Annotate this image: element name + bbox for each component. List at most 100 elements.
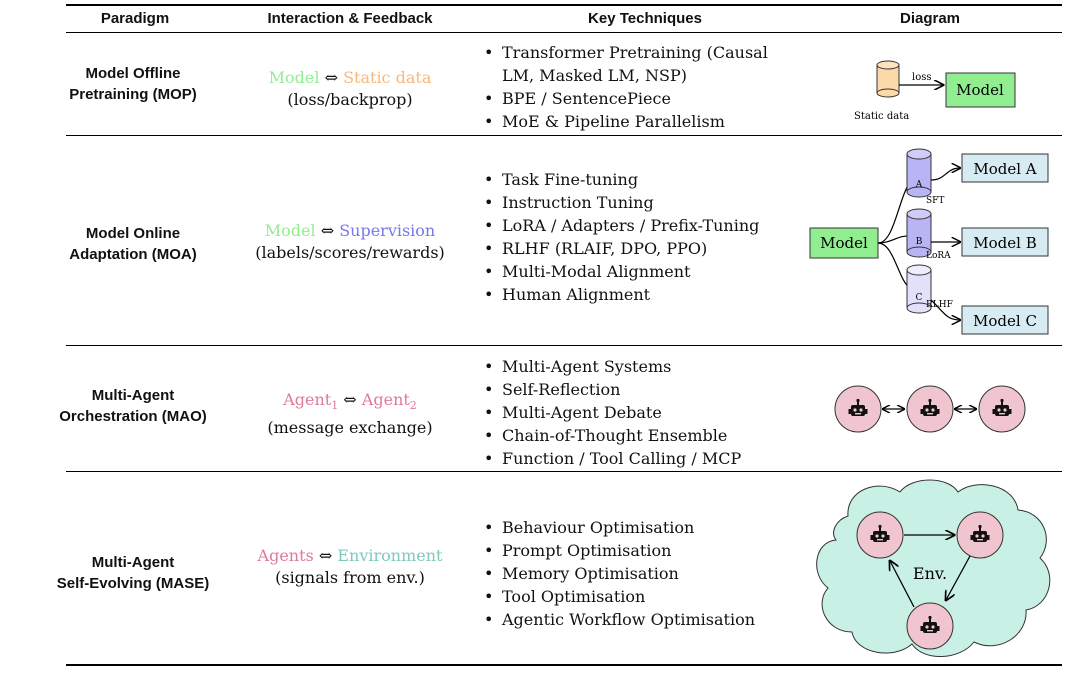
column-header-interaction: Interaction & Feedback xyxy=(267,10,433,27)
interaction-left: Agents xyxy=(257,546,314,565)
diagram-mop: loss Model Static data xyxy=(854,60,1016,122)
technique-item: LoRA / Adapters / Prefix-Tuning xyxy=(480,214,800,237)
table-bottom-rule xyxy=(66,664,1062,666)
environment-label: Env. xyxy=(913,564,947,583)
technique-item: Task Fine-tuning xyxy=(480,168,800,191)
method-label-lora: LoRA xyxy=(926,251,951,261)
technique-item-continued: LM, Masked LM, NSP) xyxy=(502,66,687,85)
model-a-box xyxy=(961,153,1049,183)
column-header-diagram: Diagram xyxy=(899,10,961,27)
technique-item: Transformer Pretraining (Causal xyxy=(480,41,800,64)
cylinder-b-label: B xyxy=(916,237,923,247)
model-c-label: Model C xyxy=(973,312,1037,330)
table-top-rule xyxy=(66,4,1062,6)
paradigm-mase: Multi-Agent Self-Evolving (MASE) xyxy=(38,552,228,594)
model-box-label: Model xyxy=(820,234,868,252)
technique-item: RLHF (RLAIF, DPO, PPO) xyxy=(480,237,800,260)
interaction-feedback: (signals from env.) xyxy=(275,568,425,587)
cylinder-c-label: C xyxy=(916,293,923,303)
paradigm-line: Orchestration (MAO) xyxy=(59,408,207,425)
agent-name: Agent xyxy=(361,390,410,409)
interaction-right: Static data xyxy=(343,68,432,87)
model-box xyxy=(945,72,1016,108)
diagram-mase: Env. xyxy=(816,479,1051,657)
technique-item: Function / Tool Calling / MCP xyxy=(480,447,800,470)
technique-item: MoE & Pipeline Parallelism xyxy=(480,110,800,133)
cylinder-a-label: A xyxy=(915,180,923,190)
paradigm-line: Adaptation (MOA) xyxy=(69,246,197,263)
interaction-mase: Agents ⇔ Environment (signals from env.) xyxy=(230,545,470,589)
row-divider-1 xyxy=(66,135,1062,136)
static-data-label: Static data xyxy=(854,111,909,122)
method-label-sft: SFT xyxy=(926,196,944,206)
model-b-label: Model B xyxy=(973,234,1036,252)
technique-item: Human Alignment xyxy=(480,283,800,306)
paradigm-mao: Multi-Agent Orchestration (MAO) xyxy=(38,385,228,427)
techniques-mao: Multi-Agent Systems Self-Reflection Mult… xyxy=(480,355,800,470)
arrow-agent3-to-agent1 xyxy=(890,561,915,608)
technique-item: Agentic Workflow Optimisation xyxy=(480,608,800,631)
interaction-mop: Model ⇔ Static data (loss/backprop) xyxy=(230,67,470,111)
method-label-rlhf: RLHF xyxy=(926,300,953,310)
branch-c-line xyxy=(877,242,911,289)
interaction-moa: Model ⇔ Supervision (labels/scores/rewar… xyxy=(230,220,470,264)
row-divider-2 xyxy=(66,345,1062,346)
interaction-right: Supervision xyxy=(339,221,436,240)
technique-item: Instruction Tuning xyxy=(480,191,800,214)
interaction-feedback: (labels/scores/rewards) xyxy=(255,243,445,262)
arrow-agent2-to-agent3 xyxy=(946,555,971,600)
bidirectional-arrow: ⇔ xyxy=(318,546,333,565)
technique-item: Multi-Modal Alignment xyxy=(480,260,800,283)
column-header-techniques: Key Techniques xyxy=(588,10,702,27)
interaction-feedback: (message exchange) xyxy=(267,418,433,438)
static-data-cylinder-icon xyxy=(876,60,900,98)
technique-item: Self-Reflection xyxy=(480,378,800,401)
techniques-moa: Task Fine-tuning Instruction Tuning LoRA… xyxy=(480,168,800,306)
model-box xyxy=(809,227,879,259)
loss-label: loss xyxy=(912,72,931,83)
paradigm-mop: Model Offline Pretraining (MOP) xyxy=(38,63,228,105)
interaction-left: Agent1 xyxy=(283,390,339,413)
technique-item: Memory Optimisation xyxy=(480,562,800,585)
bidirectional-arrow: ⇔ xyxy=(320,221,335,240)
paradigm-line: Multi-Agent xyxy=(91,387,175,404)
model-c-box xyxy=(961,305,1049,335)
technique-item: BPE / SentencePiece xyxy=(480,87,800,110)
technique-item: Tool Optimisation xyxy=(480,585,800,608)
technique-item: Chain-of-Thought Ensemble xyxy=(480,424,800,447)
arrow-to-model-a xyxy=(930,168,960,181)
paradigm-line: Model Offline xyxy=(85,65,181,82)
cylinder-c-icon xyxy=(906,264,932,314)
row-divider-3 xyxy=(66,471,1062,472)
technique-item: Prompt Optimisation xyxy=(480,539,800,562)
cylinder-a-icon xyxy=(906,148,932,198)
column-header-paradigm: Paradigm xyxy=(100,10,170,27)
interaction-left: Model xyxy=(268,68,320,87)
interaction-left: Model xyxy=(264,221,316,240)
paradigm-line: Multi-Agent xyxy=(91,554,175,571)
interaction-right: Agent2 xyxy=(361,390,417,413)
diagram-mao xyxy=(834,385,1026,433)
technique-item: Multi-Agent Systems xyxy=(480,355,800,378)
header-rule xyxy=(66,32,1062,33)
bidirectional-arrow: ⇔ xyxy=(343,390,357,409)
techniques-mop: Transformer Pretraining (Causal LM, Mask… xyxy=(480,41,800,133)
interaction-right: Environment xyxy=(337,546,443,565)
bidirectional-arrow: ⇔ xyxy=(324,68,338,87)
paradigm-line: Pretraining (MOP) xyxy=(69,86,197,103)
technique-item: Multi-Agent Debate xyxy=(480,401,800,424)
techniques-mase: Behaviour Optimisation Prompt Optimisati… xyxy=(480,516,800,631)
diagram-moa: Model A B C SFT LoRA RLHF Model A Model … xyxy=(809,148,1049,335)
agent-subscript: 2 xyxy=(409,399,417,413)
paradigm-line: Model Online xyxy=(85,225,181,242)
arrow-to-model-c xyxy=(930,299,960,320)
paradigm-moa: Model Online Adaptation (MOA) xyxy=(38,223,228,265)
model-b-box xyxy=(961,227,1049,257)
technique-item: Behaviour Optimisation xyxy=(480,516,800,539)
model-box-label: Model xyxy=(956,81,1004,99)
model-a-label: Model A xyxy=(973,160,1036,178)
interaction-mao: Agent1 ⇔ Agent2 (message exchange) xyxy=(230,389,470,439)
cylinder-b-icon xyxy=(906,208,932,258)
agent-subscript: 1 xyxy=(331,399,339,413)
interaction-feedback: (loss/backprop) xyxy=(287,90,413,109)
